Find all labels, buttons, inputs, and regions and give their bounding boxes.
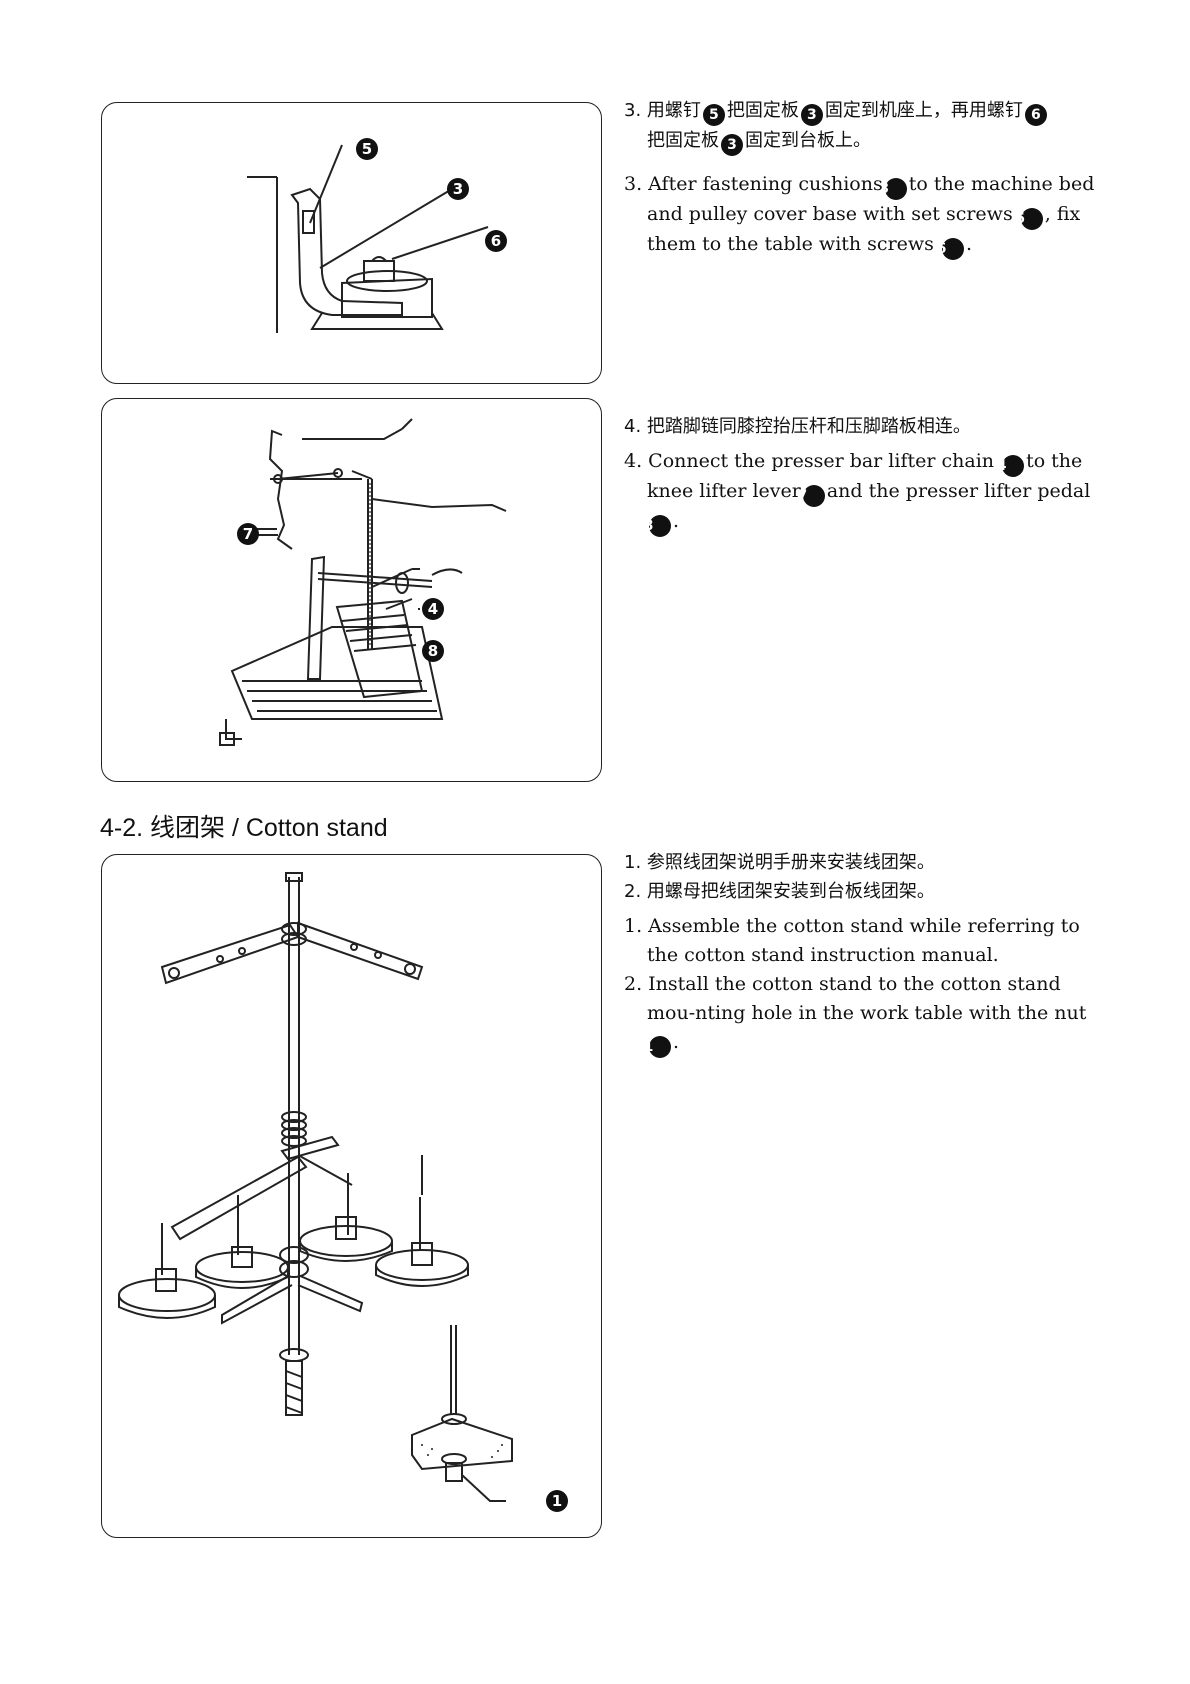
cotton-zh-1: 1. 参照线团架说明手册来安装线团架。: [624, 852, 935, 873]
callout-3: 3: [447, 178, 469, 200]
cotton-en-1: 1. Assemble the cotton stand while refer…: [624, 915, 1080, 966]
inline-badge-3c: 3: [879, 178, 907, 200]
inline-badge-4: 4: [997, 455, 1025, 477]
inline-badge-6b: 6: [937, 238, 964, 260]
step4-instructions: 4. 把踏脚链同膝控抬压杆和压脚踏板相连。 4. Connect the pre…: [624, 412, 1114, 537]
inline-badge-8: 8: [644, 515, 671, 537]
section-heading-cotton-stand: 4-2. 线团架 / Cotton stand: [100, 814, 388, 842]
figure-pedal-panel: 7 4 8: [101, 398, 602, 782]
cotton-stand-illustration: [118, 872, 513, 1502]
inline-badge-7: 7: [797, 485, 825, 507]
cotton-stand-instructions: 1. 参照线团架说明手册来安装线团架。 2. 用螺母把线团架安装到台板线团架。 …: [624, 848, 1114, 1058]
cushion-illustration: [247, 144, 489, 333]
callout-8: 8: [422, 640, 444, 662]
callout-1: 1: [546, 1490, 568, 1512]
callout-7: 7: [237, 523, 259, 545]
cotton-zh-2: 2. 用螺母把线团架安装到台板线团架。: [624, 881, 935, 902]
pedal-illustration: [219, 418, 507, 746]
figure-cushion-panel: 5 3 6: [101, 102, 602, 384]
inline-badge-3: 3: [800, 104, 823, 126]
figure-cotton-stand-panel: 1: [101, 854, 602, 1538]
inline-badge-1: 1: [644, 1036, 671, 1058]
cotton-en-2: 2. Install the cotton stand to the cotto…: [624, 970, 1114, 1058]
callout-4: 4: [422, 598, 444, 620]
inline-badge-6: 6: [1024, 104, 1047, 126]
inline-badge-3b: 3: [721, 134, 743, 156]
step4-en: 4. Connect the presser bar lifter chain …: [624, 447, 1114, 537]
step4-zh: 4. 把踏脚链同膝控抬压杆和压脚踏板相连。: [624, 416, 971, 437]
callout-6: 6: [485, 230, 507, 252]
inline-badge-5: 5: [702, 104, 725, 126]
inline-badge-5b: 5: [1015, 208, 1043, 230]
callout-5: 5: [356, 138, 378, 160]
